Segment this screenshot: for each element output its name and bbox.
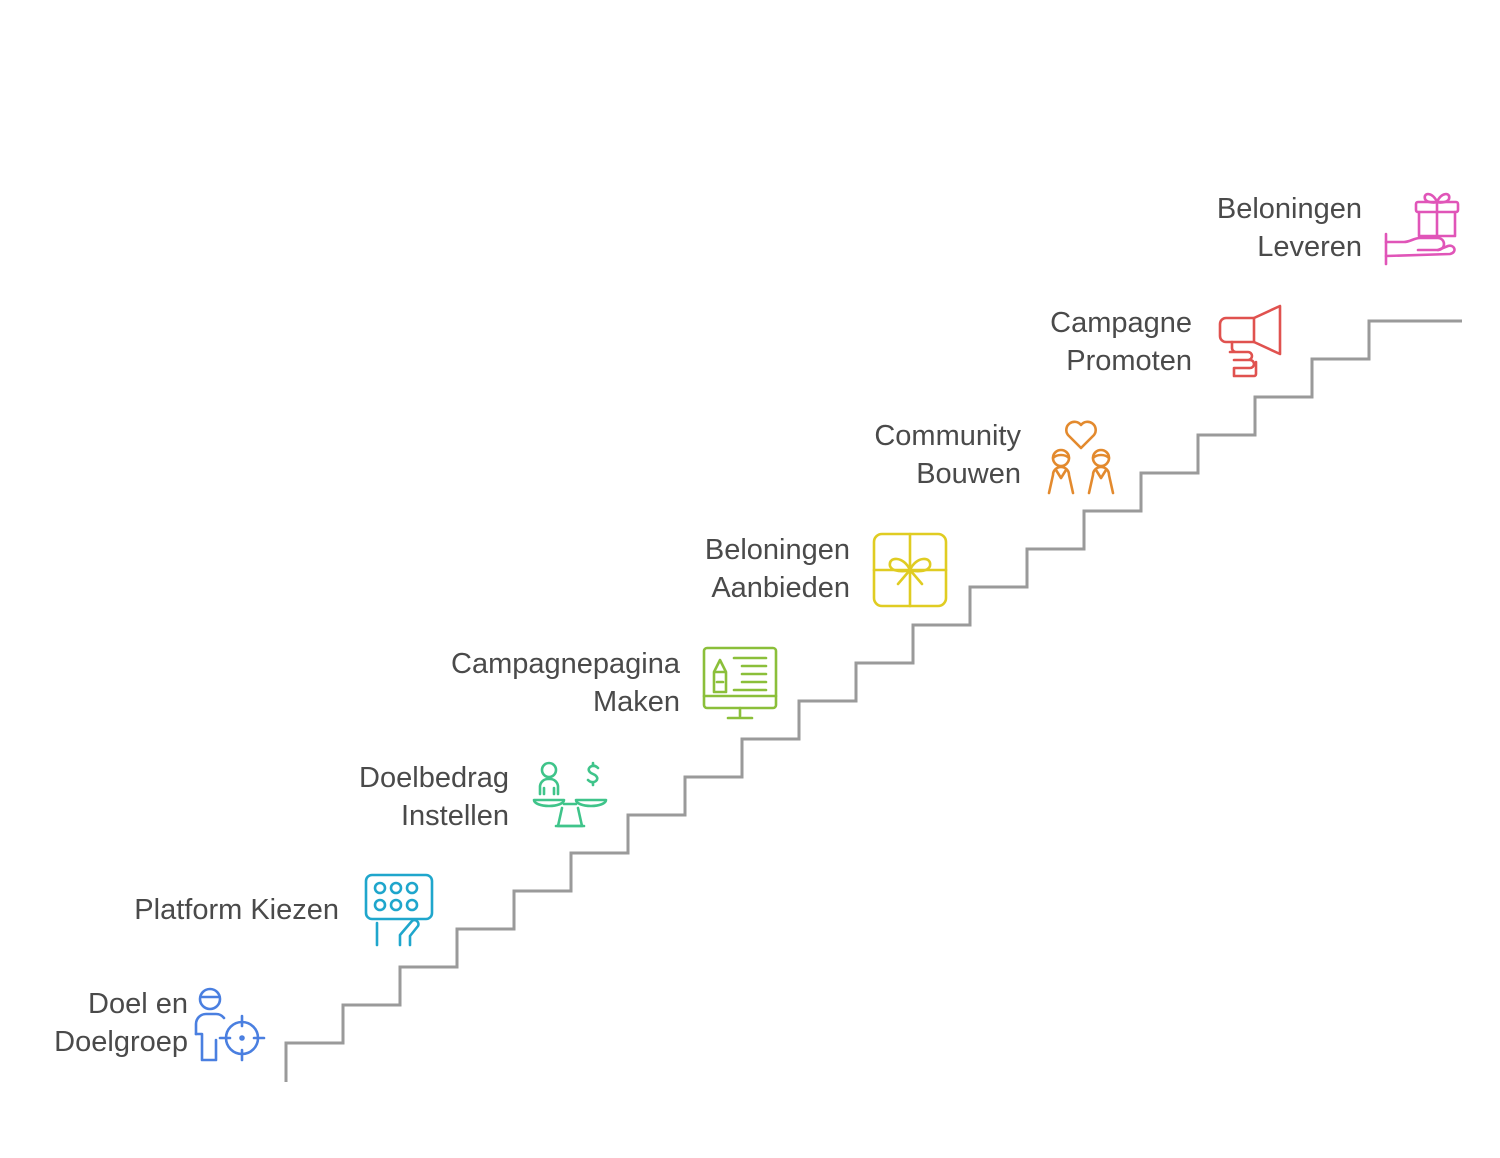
step-label-line1: Campagne	[1050, 307, 1192, 339]
touch-panel-icon	[364, 873, 436, 949]
step-label-line1: Beloningen	[704, 534, 850, 566]
step-label-line2: Promoten	[1066, 345, 1192, 377]
step-label-line2: Instellen	[400, 800, 509, 832]
step-label-line1: Beloningen	[1216, 193, 1362, 225]
step-label-doelbedrag-instellen: Doelbedrag Instellen	[359, 759, 509, 835]
gift-hand-icon	[1384, 190, 1464, 268]
step-label-line2: Bouwen	[916, 458, 1021, 490]
step-label-platform-kiezen: Platform Kiezen	[134, 891, 339, 929]
step-label-campagnepagina-maken: Campagnepagina Maken	[451, 645, 680, 721]
step-label-beloningen-leveren: Beloningen Leveren	[1217, 190, 1362, 266]
people-heart-icon	[1043, 416, 1121, 498]
step-label-community-bouwen: Community Bouwen	[874, 417, 1021, 493]
step-label-line2: Leveren	[1257, 231, 1362, 263]
step-label-line1: Campagnepagina	[451, 648, 680, 680]
step-label-campagne-promoten: Campagne Promoten	[1050, 304, 1192, 380]
step-label-line2: Doelgroep	[54, 1026, 188, 1058]
step-label-line2: Maken	[592, 686, 680, 718]
step-label-line2: Aanbieden	[711, 572, 850, 604]
step-label-line1: Platform Kiezen	[134, 894, 339, 926]
gift-box-icon	[872, 532, 948, 608]
balance-scale-icon	[532, 760, 608, 836]
step-label-line1: Doel en	[88, 988, 188, 1020]
step-label-beloningen-aanbieden: Beloningen Aanbieden	[705, 531, 850, 607]
step-label-line1: Doelbedrag	[359, 762, 509, 794]
design-monitor-icon	[702, 646, 780, 722]
step-label-doel-en-doelgroep: Doel en Doelgroep	[54, 985, 188, 1061]
megaphone-icon	[1218, 304, 1284, 382]
staircase-line	[284, 319, 1462, 1082]
step-label-line1: Community	[874, 420, 1021, 452]
person-target-icon	[190, 986, 266, 1066]
